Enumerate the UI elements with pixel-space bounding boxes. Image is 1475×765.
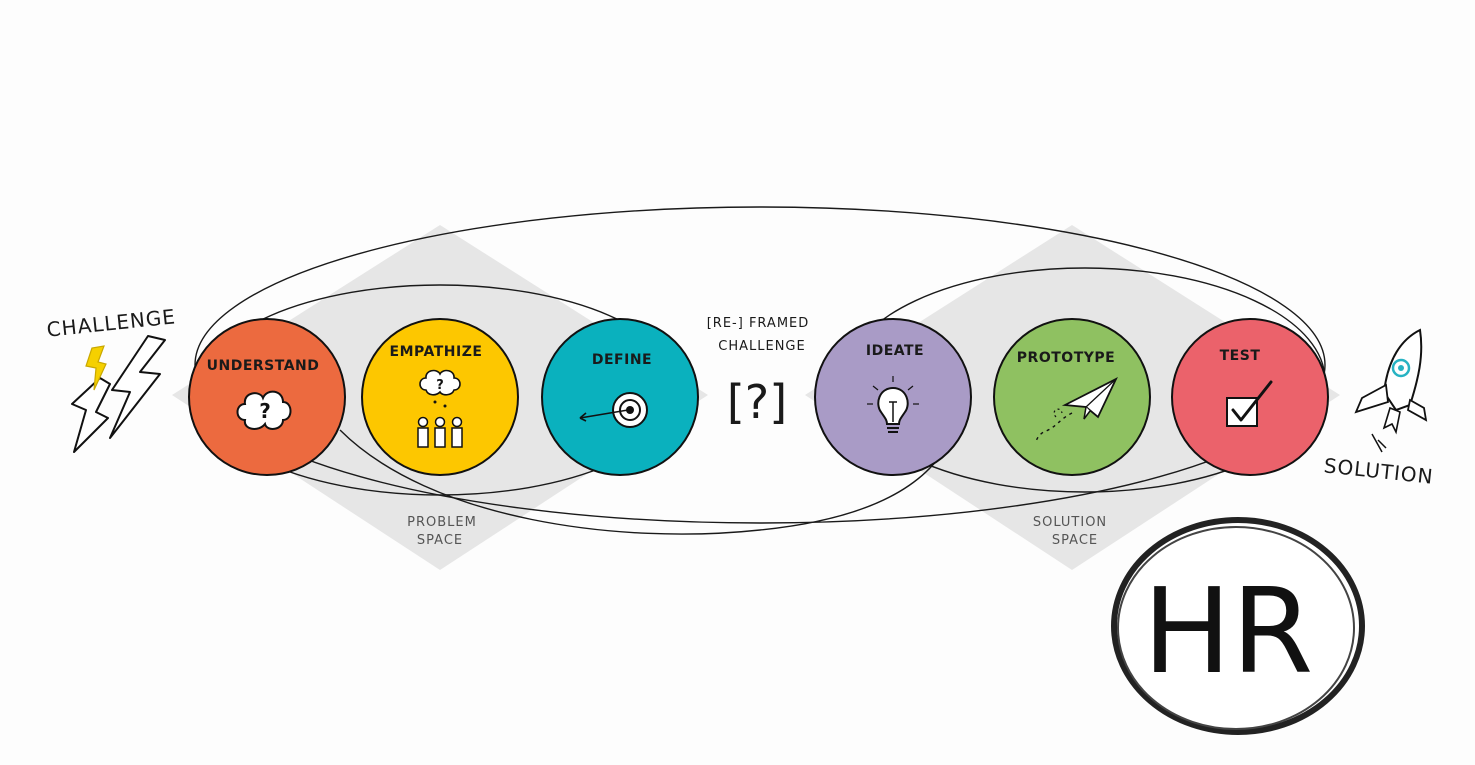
checkbox-icon: [1226, 380, 1273, 427]
rocket-icon: [1354, 328, 1428, 453]
phase-label: TEST: [1220, 348, 1261, 364]
phase-empathize: EMPATHIZE ?: [361, 318, 519, 476]
phase-circle: [993, 318, 1151, 476]
phase-label: EMPATHIZE: [390, 344, 483, 360]
lightbulb-icon: [867, 376, 919, 433]
problem-space-label-line2: SPACE: [417, 533, 463, 548]
phase-define: DEFINE: [541, 318, 699, 476]
phase-circle: [361, 318, 519, 476]
cloud-question-icon: ?: [236, 390, 292, 430]
phase-understand: UNDERSTAND ?: [188, 318, 346, 476]
phase-test: TEST: [1171, 318, 1329, 476]
reframed-label-line2: CHALLENGE: [718, 339, 805, 354]
challenge-start: CHALLENGE: [46, 304, 178, 453]
phase-label: IDEATE: [866, 343, 924, 359]
solution-space-label-line2: SPACE: [1052, 533, 1098, 548]
solution-space-label-line1: SOLUTION: [1033, 515, 1107, 530]
reframed-challenge: [RE-] FRAMED CHALLENGE [?]: [707, 316, 810, 429]
solution-end: SOLUTION: [1323, 328, 1435, 489]
reframed-symbol: [?]: [727, 375, 787, 429]
loop-bridge-curve: [339, 429, 951, 535]
hr-logo: HR: [1111, 517, 1365, 735]
phase-prototype: PROTOTYPE: [993, 318, 1151, 476]
reframed-label-line1: [RE-] FRAMED: [707, 316, 810, 331]
challenge-label: CHALLENGE: [46, 304, 178, 341]
paper-plane-icon: [1035, 376, 1118, 444]
people-thought-icon: ?: [417, 369, 463, 448]
solution-label: SOLUTION: [1323, 453, 1435, 488]
phase-label: DEFINE: [592, 352, 652, 368]
svg-text:?: ?: [259, 399, 271, 423]
lightning-icon: [71, 335, 166, 453]
svg-text:?: ?: [436, 378, 444, 393]
hr-logo-text: HR: [1143, 562, 1314, 700]
phase-label: UNDERSTAND: [207, 358, 320, 374]
target-icon: [579, 392, 648, 428]
problem-space-label-line1: PROBLEM: [407, 515, 477, 530]
phase-ideate: IDEATE: [814, 318, 972, 476]
phase-label: PROTOTYPE: [1017, 350, 1115, 366]
